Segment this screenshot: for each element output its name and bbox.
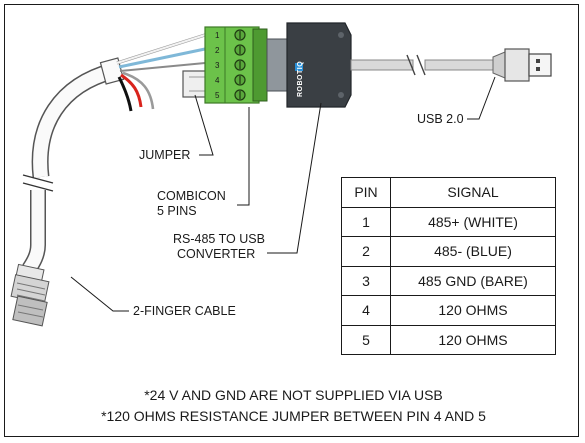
jumper-label: JUMPER — [139, 148, 190, 162]
signal-cell: 485 GND (BARE) — [390, 265, 556, 296]
table-header-row: PIN SIGNAL — [341, 177, 556, 208]
terminal-pin-1: 1 — [215, 31, 220, 40]
jumper — [182, 70, 208, 98]
footnotes: *24 V AND GND ARE NOT SUPPLIED VIA USB *… — [5, 385, 582, 427]
signal-cell: 120 OHMS — [390, 324, 556, 355]
usb-leader — [467, 76, 496, 120]
cable-jacket-end — [99, 57, 125, 85]
table-row: 4 120 OHMS — [341, 295, 556, 326]
wire-bare — [119, 62, 206, 72]
table-row: 5 120 OHMS — [341, 324, 556, 355]
header-signal: SIGNAL — [390, 177, 556, 208]
wire-blue — [118, 47, 206, 69]
terminal-pin-2: 2 — [215, 46, 220, 55]
combicon-label-line1: COMBICON — [157, 189, 226, 203]
wire-grey — [122, 71, 155, 110]
wire-red — [120, 73, 143, 108]
pin-signal-table: PIN SIGNAL 1 485+ (WHITE) 2 485- (BLUE) … — [341, 177, 556, 355]
table-row: 1 485+ (WHITE) — [341, 206, 556, 237]
combicon-leader — [237, 107, 250, 206]
pin-cell: 4 — [341, 295, 391, 326]
diagram-frame: 1 2 3 4 5 ROBOTIQ — [4, 4, 579, 437]
jumper-leader — [194, 94, 214, 156]
db9-connector-shell — [266, 38, 288, 92]
terminal-pin-3: 3 — [215, 61, 220, 70]
table-row: 2 485- (BLUE) — [341, 236, 556, 267]
combicon-terminal-block — [204, 26, 268, 104]
signal-cell: 120 OHMS — [390, 295, 556, 326]
usb-cable — [350, 59, 414, 71]
converter-label-line2: CONVERTER — [177, 247, 255, 261]
footnote-usb-power: *24 V AND GND ARE NOT SUPPLIED VIA USB — [144, 387, 443, 403]
signal-cell: 485- (BLUE) — [390, 236, 556, 267]
converter-leader — [267, 102, 322, 254]
signal-cell: 485+ (WHITE) — [390, 206, 556, 237]
gripper-connector — [10, 263, 50, 327]
pin-cell: 2 — [341, 236, 391, 267]
cable-label: 2-FINGER CABLE — [133, 304, 236, 318]
cable-leader — [70, 276, 129, 312]
rs485-usb-converter — [286, 22, 352, 108]
header-pin: PIN — [341, 177, 391, 208]
terminal-pin-5: 5 — [215, 91, 220, 100]
combicon-label-line2: 5 PINS — [157, 204, 197, 218]
pin-cell: 1 — [341, 206, 391, 237]
usb-plug — [492, 48, 552, 82]
pin-cell: 3 — [341, 265, 391, 296]
converter-brand-logo: ROBOTIQ — [297, 61, 304, 97]
wiring-diagram: 1 2 3 4 5 ROBOTIQ — [10, 22, 552, 327]
pin-cell: 5 — [341, 324, 391, 355]
usb-label: USB 2.0 — [417, 112, 464, 126]
converter-label-line1: RS-485 TO USB — [173, 232, 265, 246]
footnote-jumper: *120 OHMS RESISTANCE JUMPER BETWEEN PIN … — [101, 408, 486, 424]
table-row: 3 485 GND (BARE) — [341, 265, 556, 296]
terminal-pin-4: 4 — [215, 76, 220, 85]
wire-black — [117, 76, 133, 112]
